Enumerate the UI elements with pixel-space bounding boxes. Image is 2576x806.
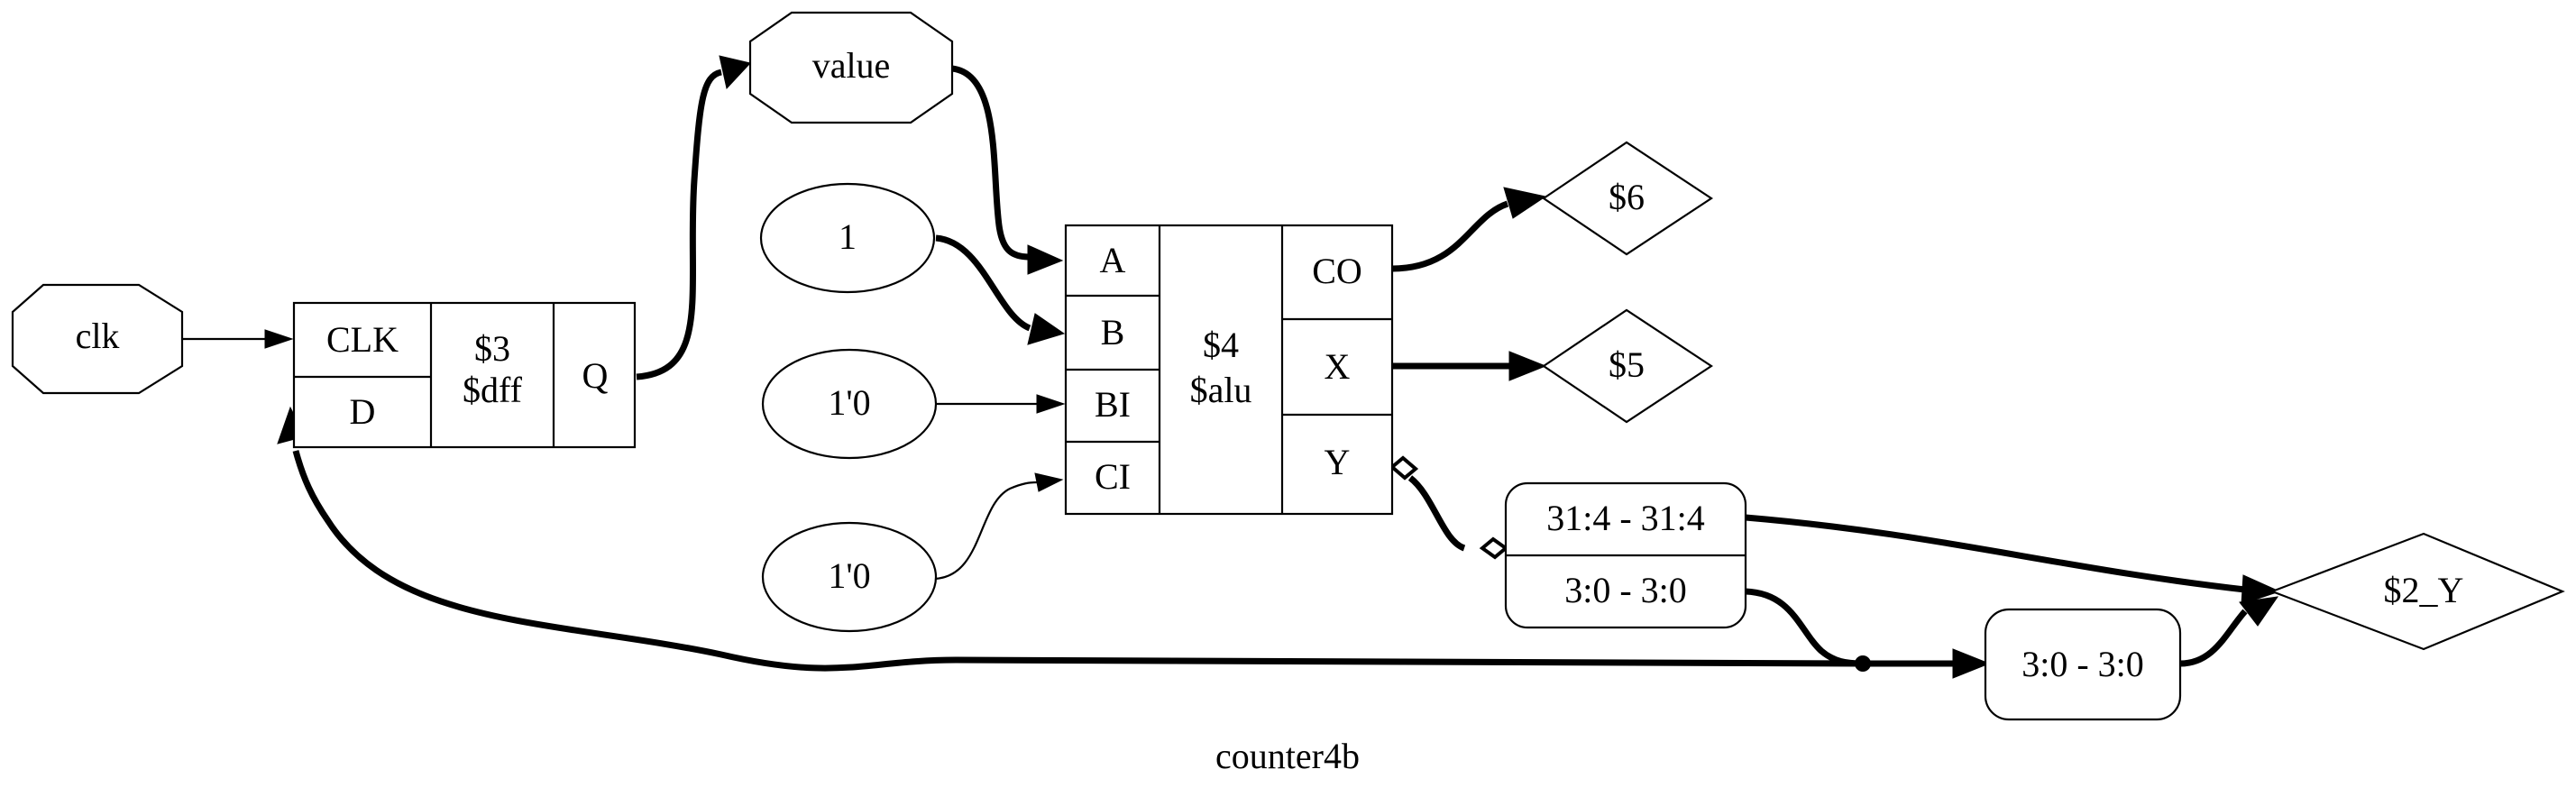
wire-split-bottom-to-junction — [1745, 588, 1864, 667]
wires — [182, 55, 2281, 679]
port-out2y-label: $2_Y — [2384, 570, 2464, 610]
port-out6-shape — [1542, 141, 1713, 256]
diamond-split-head — [1479, 536, 1509, 560]
split-node: 31:4 - 31:4 3:0 - 3:0 — [1504, 481, 1747, 629]
const-zero-a: 1'0 — [761, 348, 938, 460]
alu-name: $4 — [1203, 325, 1239, 365]
arrow-clk-to-dff — [264, 329, 294, 349]
split-bottom-label: 3:0 - 3:0 — [1564, 570, 1687, 610]
dff-clk-pin: CLK — [326, 319, 399, 360]
alu-pin-x: X — [1325, 346, 1351, 387]
dff-q-pin: Q — [582, 355, 609, 396]
junction-dot — [1855, 655, 1871, 672]
arrow-value-to-alu-a — [1027, 244, 1064, 275]
diagram-title: counter4b — [1215, 736, 1360, 776]
port-out6: $6 — [1542, 141, 1713, 256]
arrow-x-to-out5 — [1508, 351, 1547, 381]
wire-zero-to-alu-ci — [933, 481, 1038, 581]
port-clk-shape — [11, 283, 184, 395]
arrow-zero-to-alu-bi — [1036, 394, 1066, 414]
wire-q-to-value — [636, 69, 723, 380]
arrow-co-to-out6 — [1503, 187, 1547, 219]
dff-name: $3 — [474, 328, 510, 369]
split-top-label: 31:4 - 31:4 — [1546, 498, 1705, 538]
dff-type: $dff — [463, 370, 523, 410]
wire-value-to-alu-a — [951, 65, 1029, 261]
port-clk: clk — [11, 283, 184, 395]
port-out5: $5 — [1542, 308, 1713, 424]
alu-pin-b: B — [1101, 312, 1125, 353]
arrow-zero-to-alu-ci — [1034, 472, 1064, 492]
wire-join-to-out2y — [2179, 609, 2248, 667]
arrow-one-to-alu-b — [1027, 313, 1066, 345]
wire-one-to-alu-b — [935, 234, 1031, 332]
const-one-label: 1 — [839, 216, 857, 257]
wire-feedback-to-dff-d — [292, 450, 1864, 672]
join-node: 3:0 - 3:0 — [1984, 608, 2182, 721]
port-out2y-shape — [2269, 532, 2565, 651]
port-out5-shape — [1542, 308, 1713, 424]
arrow-q-to-value — [719, 55, 751, 90]
const-zero-a-label: 1'0 — [828, 382, 870, 423]
dff-d-pin: D — [350, 391, 376, 432]
alu-pin-y: Y — [1325, 442, 1351, 482]
alu-pin-co: CO — [1312, 251, 1362, 291]
const-one: 1 — [759, 182, 936, 294]
const-zero-b-shape — [761, 521, 938, 633]
arrow-junction-to-join — [1952, 648, 1991, 679]
port-value-shape — [748, 11, 954, 124]
port-out2y: $2_Y — [2269, 532, 2565, 651]
port-value-label: value — [812, 45, 891, 86]
alu-type: $alu — [1190, 370, 1252, 410]
port-value: value — [748, 11, 954, 124]
alu-pin-a: A — [1100, 240, 1126, 280]
join-node-label: 3:0 - 3:0 — [2021, 644, 2144, 684]
arrow-join-to-out2y — [2239, 596, 2279, 627]
dff-cell: CLK D $3 $dff Q — [292, 301, 637, 449]
port-out6-label: $6 — [1609, 177, 1645, 217]
wire-co-to-out6 — [1391, 200, 1509, 272]
dff-outline — [292, 301, 637, 449]
wire-y-to-split — [1407, 475, 1466, 552]
alu-pin-ci: CI — [1095, 456, 1131, 497]
port-out5-label: $5 — [1609, 344, 1645, 385]
arrow-split-top-to-out2y — [2241, 574, 2281, 605]
port-clk-label: clk — [76, 316, 120, 356]
diamond-y-tail — [1389, 455, 1419, 481]
alu-cell: A B BI CI $4 $alu CO X Y — [1064, 224, 1394, 516]
alu-pin-bi: BI — [1095, 384, 1131, 425]
const-one-shape — [759, 182, 936, 294]
wire-split-top-to-out2y — [1745, 514, 2246, 593]
const-zero-a-shape — [761, 348, 938, 460]
join-node-shape — [1984, 608, 2182, 721]
const-zero-b: 1'0 — [761, 521, 938, 633]
const-zero-b-label: 1'0 — [828, 555, 870, 596]
